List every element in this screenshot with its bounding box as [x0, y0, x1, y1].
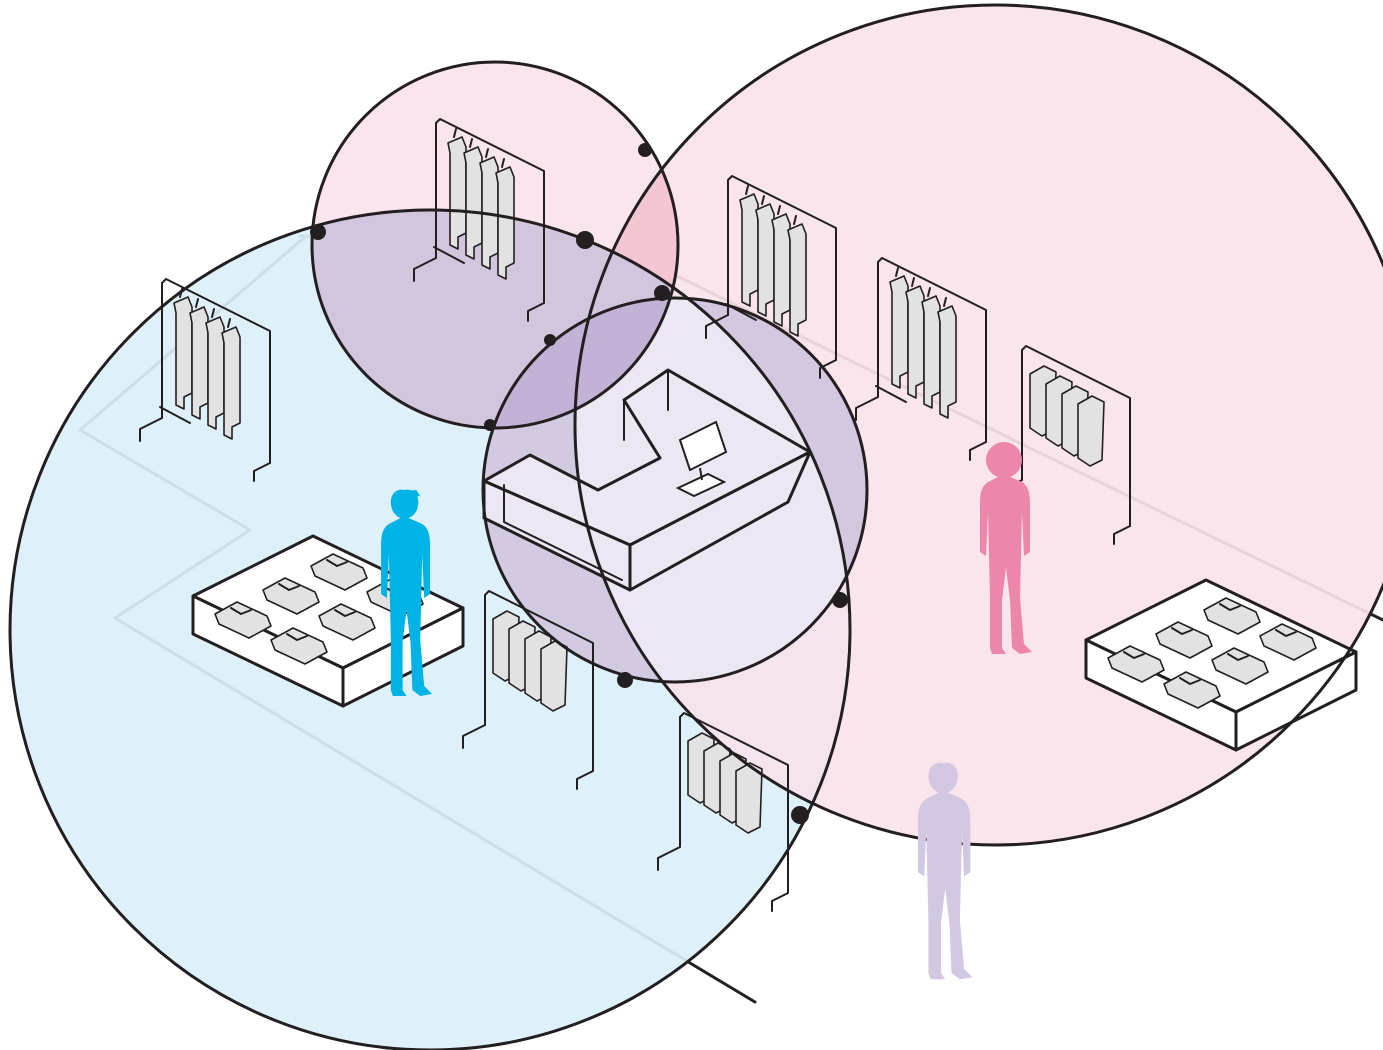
- person-blue: [381, 489, 432, 696]
- person-pink: [980, 442, 1032, 654]
- checkout-counter: [482, 368, 812, 592]
- register-monitor-icon: [675, 420, 728, 498]
- zone-outlines: [8, 3, 1383, 1050]
